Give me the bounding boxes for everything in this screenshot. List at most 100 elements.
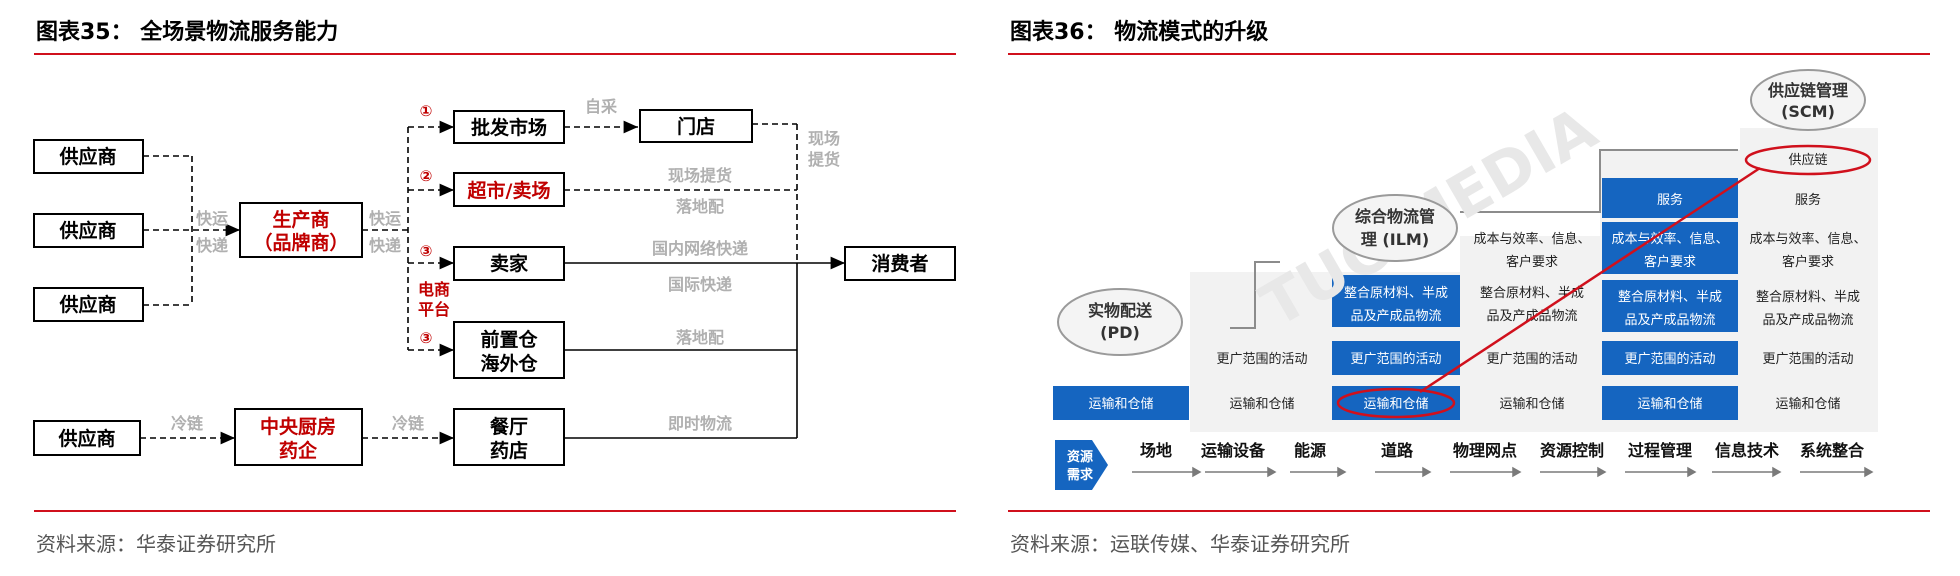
supplier-label-3: 供应商 <box>58 293 116 316</box>
consumer-label: 消费者 <box>871 252 928 275</box>
supplier-label-2: 供应商 <box>58 219 116 242</box>
cold-chain-label-1: 冷链 <box>171 414 204 433</box>
supermarket-label: 超市/卖场 <box>467 179 551 202</box>
overseas-warehouse-label: 海外仓 <box>480 352 538 375</box>
ilm-integrate-text-2: 品及产成品物流 <box>1350 309 1441 324</box>
wholesale-box <box>453 110 565 144</box>
ilm-transport-text: 运输和仓储 <box>1363 396 1428 412</box>
scm-integrate-text-1: 整合原材料、半成 <box>1618 290 1722 305</box>
mid-transport-text: 运输和仓储 <box>1499 396 1564 412</box>
resource-item-2: 运输设备 <box>1201 441 1266 460</box>
land-delivery-label-1: 落地配 <box>676 197 724 216</box>
pickup-label-2: 提货 <box>808 150 840 169</box>
resource-item-8: 信息技术 <box>1715 441 1779 460</box>
pickup-label-1: 现场 <box>808 129 840 148</box>
circled-number-2: ② <box>420 167 433 185</box>
supermarket-box <box>453 172 565 207</box>
right-transport-text: 运输和仓储 <box>1775 396 1840 412</box>
scm-cost-text-1: 成本与效率、信息、 <box>1611 231 1728 247</box>
resource-tag-label-1: 资源 <box>1067 449 1093 465</box>
circled-number-3: ③ <box>420 242 433 260</box>
front-warehouse-box <box>453 321 565 379</box>
left-panel-title: 图表35： 全场景物流服务能力 <box>36 20 339 45</box>
cold-supplier-box <box>33 420 141 456</box>
scm-service-text: 服务 <box>1657 192 1683 208</box>
domestic-express-label: 国内网络快递 <box>652 239 748 258</box>
logistics-upgrade-diagram: TUC MEDIA 实物配送 (PD) 综合物流管 理 (ILM) 供应链管理 … <box>1053 69 1878 490</box>
scm-cost-text-2: 客户要求 <box>1644 254 1696 270</box>
right-integrate-text-2: 品及产成品物流 <box>1762 313 1853 328</box>
store-box <box>639 109 753 143</box>
ecommerce-label-2: 平台 <box>418 300 450 319</box>
scm-stage-ellipse <box>1750 69 1866 131</box>
highlight-link-line <box>1419 166 1761 394</box>
producer-box <box>239 202 363 258</box>
right-supply-chain-text: 供应链 <box>1788 152 1827 168</box>
site-pickup-label: 现场提货 <box>668 166 732 185</box>
store-label: 门店 <box>677 115 715 138</box>
logistics-service-diagram: 供应商 供应商 供应商 生产商 （品牌商） 批发市场 超市/卖场 卖家 前置仓 … <box>33 97 956 466</box>
scm-cost-cell <box>1602 222 1738 274</box>
pd-stage-ellipse <box>1057 288 1183 356</box>
circled-number-1: ① <box>420 102 433 120</box>
supply-chain-highlight <box>1744 144 1872 176</box>
central-kitchen-label: 中央厨房 <box>260 415 336 438</box>
cold-supplier-label: 供应商 <box>57 427 115 450</box>
land-delivery-label-2: 落地配 <box>676 328 724 347</box>
resource-item-7: 过程管理 <box>1628 441 1692 460</box>
pd-wider-text: 更广范围的活动 <box>1216 351 1307 367</box>
ilm-wider-cell <box>1332 341 1460 375</box>
ilm-wider-text: 更广范围的活动 <box>1350 351 1441 367</box>
right-panel-title: 图表36： 物流模式的升级 <box>1010 20 1269 45</box>
scm-transport-cell <box>1602 386 1738 420</box>
resource-tag-label-2: 需求 <box>1067 467 1094 483</box>
right-integrate-text-1: 整合原材料、半成 <box>1756 290 1860 305</box>
right-wider-text: 更广范围的活动 <box>1762 351 1853 367</box>
supplier-label-1: 供应商 <box>58 145 116 168</box>
central-kitchen-box <box>234 408 363 466</box>
scm-transport-text: 运输和仓储 <box>1637 396 1702 412</box>
scm-stage-label-2: (SCM) <box>1781 102 1835 121</box>
restaurant-label: 餐厅 <box>490 415 528 438</box>
ilm-integrate-cell <box>1332 275 1460 327</box>
right-cost-text-2: 客户要求 <box>1782 254 1834 270</box>
pd-stage-label-2: (PD) <box>1100 323 1140 342</box>
seller-label: 卖家 <box>490 252 529 275</box>
scm-stage-label-1: 供应链管理 <box>1767 81 1848 100</box>
supplier-box-3 <box>33 287 144 322</box>
pd-stage-label-1: 实物配送 <box>1088 301 1153 320</box>
right-cost-text-1: 成本与效率、信息、 <box>1749 231 1866 247</box>
express-right-1: 快运 <box>369 209 401 228</box>
pd-transport-cell <box>1053 386 1189 420</box>
transport-highlight <box>1336 387 1456 419</box>
consumer-box <box>844 246 956 281</box>
pd-transport-grey-text: 运输和仓储 <box>1229 396 1294 412</box>
right-bottom-rule <box>1008 510 1930 512</box>
mid-integrate-text-2: 品及产成品物流 <box>1486 309 1577 324</box>
instant-logistics-label: 即时物流 <box>668 414 732 433</box>
resource-item-3: 能源 <box>1294 441 1326 460</box>
right-service-text: 服务 <box>1795 192 1821 208</box>
restaurant-box <box>453 408 565 466</box>
resource-tag <box>1055 440 1108 490</box>
resource-item-4: 道路 <box>1381 441 1414 460</box>
scm-wider-cell <box>1602 341 1738 375</box>
resource-item-6: 资源控制 <box>1540 441 1604 460</box>
supplier-box-1 <box>33 139 144 174</box>
producer-sublabel: （品牌商） <box>253 231 348 254</box>
express-right-2: 快递 <box>369 236 401 255</box>
cold-chain-label-2: 冷链 <box>392 414 425 433</box>
self-purchase-label: 自采 <box>585 97 617 116</box>
wholesale-label: 批发市场 <box>471 116 547 139</box>
right-title-rule <box>1008 53 1930 55</box>
mid-cost-text-2: 客户要求 <box>1506 254 1558 270</box>
ilm-stage-label-1: 综合物流管 <box>1355 207 1435 226</box>
scm-integrate-text-2: 品及产成品物流 <box>1624 313 1715 328</box>
pd-transport-text: 运输和仓储 <box>1088 396 1153 412</box>
resource-item-5: 物理网点 <box>1453 441 1517 460</box>
seller-box <box>453 246 565 281</box>
pharmacy-label: 药店 <box>490 439 528 462</box>
mid-integrate-text-1: 整合原材料、半成 <box>1480 286 1584 301</box>
pharma-label: 药企 <box>279 439 318 462</box>
ilm-stage-ellipse <box>1332 194 1458 262</box>
